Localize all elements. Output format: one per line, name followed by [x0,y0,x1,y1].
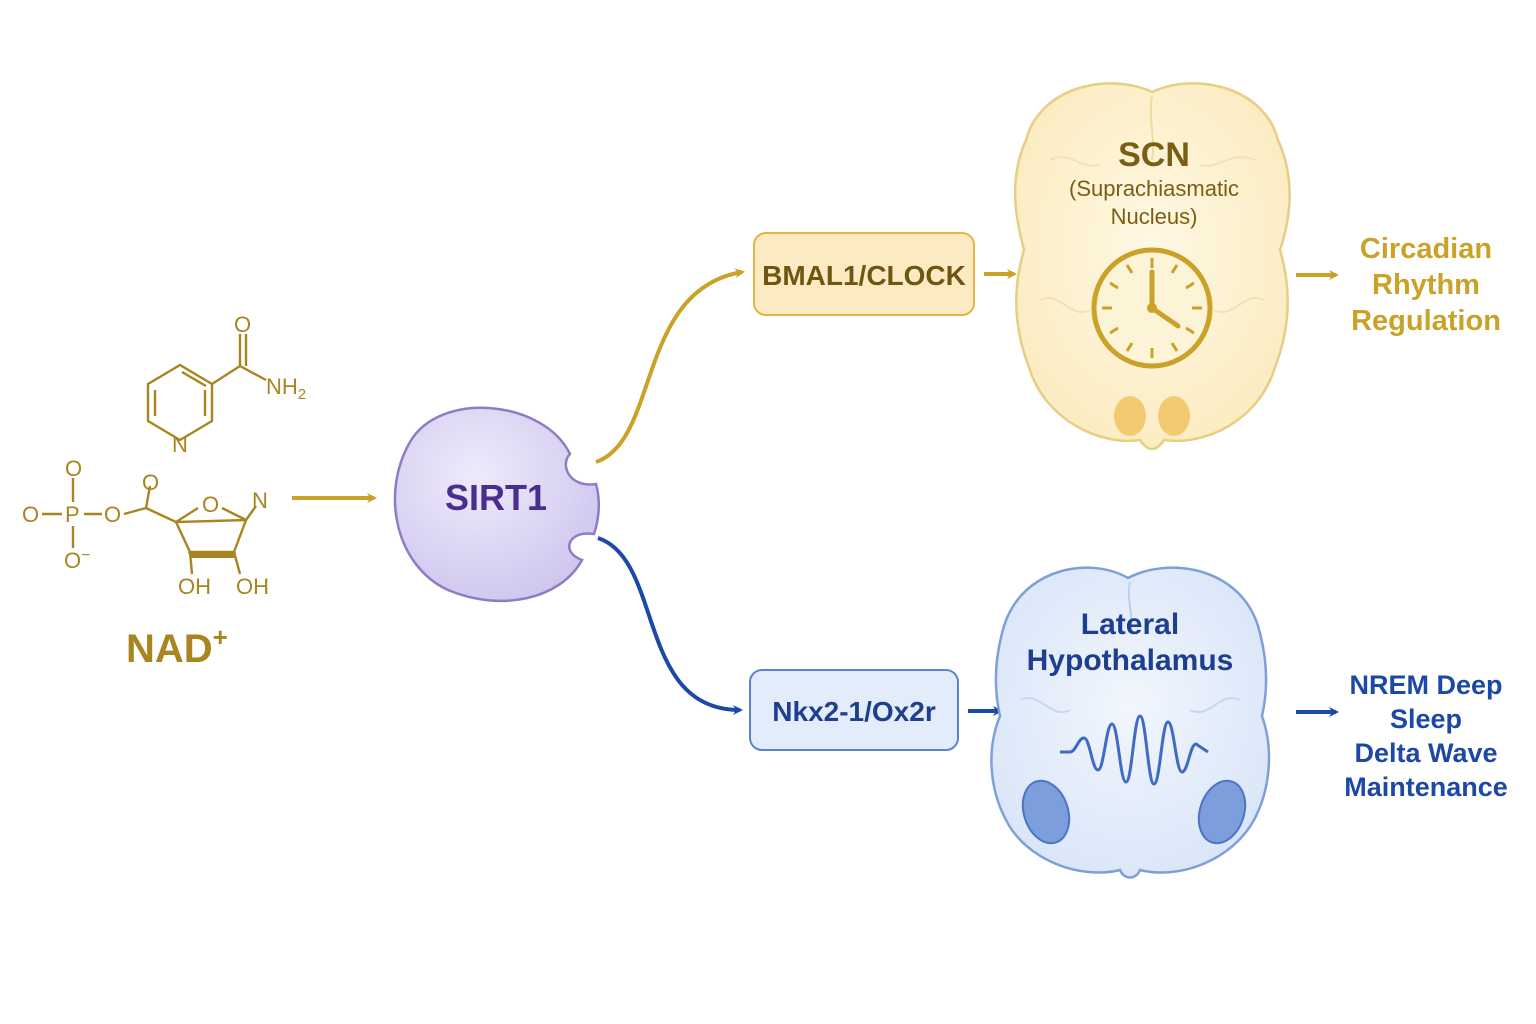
scn-title: SCN [1118,136,1190,174]
arrow-sirt1-to-nkx2 [597,536,743,715]
nkx2-ox2r-label: Nkx2-1/Ox2r [772,696,936,727]
atom-oh2: OH [236,574,269,599]
scn-subtitle-2: Nucleus) [1111,204,1198,229]
nrem-outcome-line4: Maintenance [1344,772,1508,802]
clock-icon [1091,247,1213,369]
pyridine-ring [146,363,214,442]
atom-o-bridge: O [104,502,121,527]
atom-p: P [65,502,80,527]
nrem-outcome-line2: Sleep [1390,704,1462,734]
nkx2-ox2r-box [749,669,959,751]
nrem-outcome-line1: NREM Deep [1349,670,1502,700]
circadian-outcome-line1: Circadian [1360,233,1492,265]
atom-n-ring: N [172,432,188,457]
atom-o-left: O [22,502,39,527]
atom-nh2: NH2 [266,374,306,403]
atom-o-top: O [234,312,251,337]
nad-molecule [42,334,267,575]
nrem-outcome-line3: Delta Wave [1354,738,1497,768]
bmal1-clock-label: BMAL1/CLOCK [762,260,966,291]
sirt1-enzyme-shape [393,406,600,603]
lh-title-1: Lateral [1081,608,1179,641]
lh-title-2: Hypothalamus [1027,644,1234,677]
atom-o-minus: O− [64,547,90,573]
atom-o-carbonyl: O [142,470,159,495]
atom-o-ring: O [202,492,219,517]
atom-oh1: OH [178,574,211,599]
atom-n-sugar: N [252,488,268,513]
circadian-outcome-line2: Rhythm [1372,269,1480,301]
scn-subtitle-1: (Suprachiasmatic [1069,176,1239,201]
atom-o-phos-top: O [65,456,82,481]
arrow-sirt1-to-bmal1 [595,268,745,464]
lh-brain [990,566,1271,879]
sirt1-label: SIRT1 [445,477,547,518]
circadian-outcome-line3: Regulation [1351,305,1501,337]
molecule-label: NAD+ [126,622,228,671]
wave-icon [1060,714,1209,786]
bmal1-clock-box [753,232,975,316]
